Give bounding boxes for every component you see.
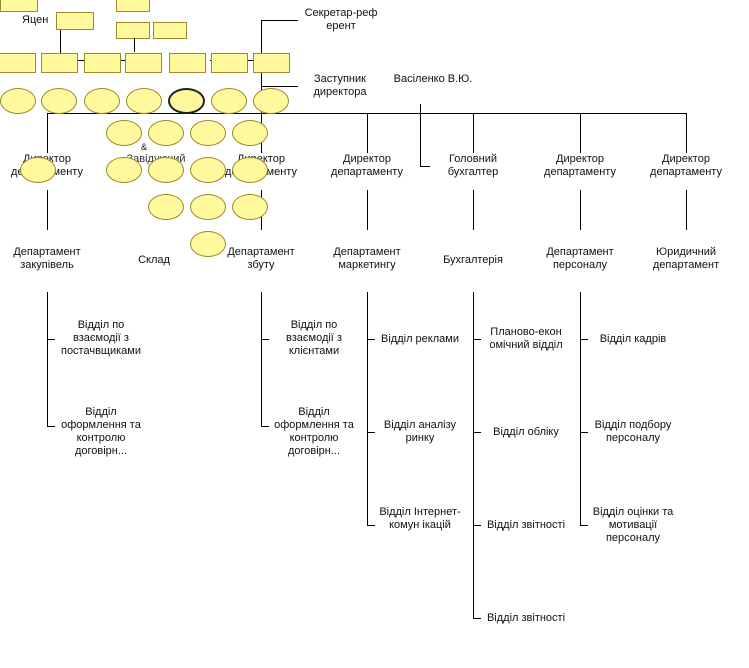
shape-ellipse-row-2[interactable] bbox=[41, 88, 77, 114]
section-accounting-4[interactable]: Відділ звітності bbox=[486, 612, 566, 624]
secretary-connector-v bbox=[261, 20, 262, 130]
shape-rect-top-e[interactable] bbox=[153, 22, 187, 39]
secretary-connector-h bbox=[261, 20, 298, 21]
shape-rect-top-d[interactable] bbox=[116, 22, 150, 39]
personnel-h2 bbox=[580, 432, 588, 433]
partial-name-label: Яцен bbox=[22, 14, 49, 26]
shape-ellipse-b0[interactable] bbox=[20, 157, 56, 183]
marketing-h1 bbox=[367, 339, 375, 340]
dept-sales[interactable]: Департамент збуту bbox=[227, 246, 295, 271]
dept-legal[interactable]: Юридичний департамент bbox=[652, 246, 720, 271]
chief-connector-v bbox=[420, 104, 421, 166]
shape-ellipse-b4[interactable] bbox=[232, 157, 268, 183]
overlay-line-1 bbox=[60, 30, 61, 60]
shape-ellipse-c3[interactable] bbox=[232, 194, 268, 220]
shape-ellipse-c1[interactable] bbox=[148, 194, 184, 220]
marketing-h3 bbox=[367, 525, 375, 526]
section-marketing-2[interactable]: Відділ аналізу ринку bbox=[383, 419, 457, 444]
drop-7 bbox=[686, 113, 687, 153]
accounting-h4 bbox=[473, 618, 481, 619]
shape-rect-row-3[interactable] bbox=[84, 53, 121, 73]
section-purchasing-2[interactable]: Відділ оформлення та контролю договірн..… bbox=[61, 406, 141, 457]
section-personnel-1[interactable]: Відділ кадрів bbox=[599, 333, 667, 345]
dir-dept-1 bbox=[47, 190, 48, 230]
section-marketing-3[interactable]: Відділ Інтернет-комун ікацій bbox=[379, 506, 461, 531]
dir-dept-5 bbox=[473, 190, 474, 230]
sales-h2 bbox=[261, 426, 269, 427]
dept-warehouse[interactable]: Склад bbox=[138, 254, 170, 266]
shape-rect-row-2[interactable] bbox=[41, 53, 78, 73]
deputy-connector-h bbox=[261, 86, 298, 87]
director-6[interactable]: Директор департаменту bbox=[544, 153, 616, 178]
shape-ellipse-a2[interactable] bbox=[148, 120, 184, 146]
dept-accounting[interactable]: Бухгалтерія bbox=[443, 254, 503, 266]
marketing-tree-v bbox=[367, 292, 368, 525]
dir-dept-4 bbox=[367, 190, 368, 230]
chief-accountant[interactable]: Головний бухгалтер bbox=[447, 153, 499, 178]
drop-6 bbox=[580, 113, 581, 153]
shape-ellipse-row-6[interactable] bbox=[211, 88, 247, 114]
deputy-label: Заступник директора bbox=[313, 73, 367, 98]
personnel-h1 bbox=[580, 339, 588, 340]
section-sales-2[interactable]: Відділ оформлення та контролю договірн..… bbox=[274, 406, 354, 457]
dept-personnel[interactable]: Департамент персоналу bbox=[546, 246, 614, 271]
section-personnel-3[interactable]: Відділ оцінки та мотивації персоналу bbox=[592, 506, 674, 544]
drop-4 bbox=[367, 113, 368, 153]
shape-ellipse-row-5[interactable] bbox=[168, 88, 205, 114]
secretary-label: Секретар-реф ерент bbox=[304, 7, 378, 32]
shape-ellipse-b3[interactable] bbox=[190, 157, 226, 183]
overlay-amp: & bbox=[140, 142, 147, 152]
shape-rect-top-b[interactable] bbox=[56, 12, 94, 30]
personnel-tree-v bbox=[580, 292, 581, 525]
drop-5 bbox=[473, 113, 474, 153]
shape-rect-row-4[interactable] bbox=[125, 53, 162, 73]
dept-purchasing[interactable]: Департамент закупівель bbox=[13, 246, 81, 271]
shape-ellipse-b1[interactable] bbox=[106, 157, 142, 183]
shape-ellipse-row-3[interactable] bbox=[84, 88, 120, 114]
marketing-h2 bbox=[367, 432, 375, 433]
section-accounting-3[interactable]: Відділ звітності bbox=[486, 519, 566, 531]
shape-ellipse-row-1[interactable] bbox=[0, 88, 36, 114]
section-purchasing-1[interactable]: Відділ по взаємодії з постачвщиками bbox=[60, 319, 141, 357]
purchasing-h1 bbox=[47, 339, 55, 340]
shape-ellipse-row-7[interactable] bbox=[253, 88, 289, 114]
section-marketing-1[interactable]: Відділ реклами bbox=[381, 333, 459, 345]
section-sales-1[interactable]: Відділ по взаємодії з клієнтами bbox=[286, 319, 342, 357]
shape-ellipse-a4[interactable] bbox=[232, 120, 268, 146]
shape-ellipse-a3[interactable] bbox=[190, 120, 226, 146]
shape-rect-row-1[interactable] bbox=[0, 53, 36, 73]
dept-marketing[interactable]: Департамент маркетингу bbox=[333, 246, 401, 271]
accounting-tree-v bbox=[473, 292, 474, 619]
sales-tree-v bbox=[261, 292, 262, 427]
overlay-line-3 bbox=[134, 38, 135, 52]
accounting-h1 bbox=[473, 339, 481, 340]
shape-ellipse-b2[interactable] bbox=[148, 157, 184, 183]
accounting-h3 bbox=[473, 525, 481, 526]
section-accounting-1[interactable]: Планово-екон омічний відділ bbox=[489, 326, 563, 351]
shape-ellipse-a1[interactable] bbox=[106, 120, 142, 146]
dir-dept-6 bbox=[580, 190, 581, 230]
shape-ellipse-d1[interactable] bbox=[190, 231, 226, 257]
shape-rect-row-7[interactable] bbox=[253, 53, 290, 73]
drop-1 bbox=[47, 113, 48, 153]
shape-rect-top-c[interactable] bbox=[116, 0, 150, 12]
shape-ellipse-row-4[interactable] bbox=[126, 88, 162, 114]
sales-h1 bbox=[261, 339, 269, 340]
accounting-h2 bbox=[473, 432, 481, 433]
section-personnel-2[interactable]: Відділ подбору персоналу bbox=[594, 419, 672, 444]
purchasing-h2 bbox=[47, 426, 55, 427]
purchasing-tree-v bbox=[47, 292, 48, 427]
director-4[interactable]: Директор департаменту bbox=[331, 153, 403, 178]
section-accounting-2[interactable]: Відділ обліку bbox=[493, 426, 559, 438]
chief-to-accountant-h bbox=[420, 166, 430, 167]
shape-rect-top-a[interactable] bbox=[0, 0, 38, 12]
shape-ellipse-c2[interactable] bbox=[190, 194, 226, 220]
shape-rect-row-5[interactable] bbox=[169, 53, 206, 73]
shape-rect-row-6[interactable] bbox=[211, 53, 248, 73]
chief-name-label: Васіленко В.Ю. bbox=[393, 73, 473, 85]
personnel-h3 bbox=[580, 525, 588, 526]
dir-dept-7 bbox=[686, 190, 687, 230]
director-7[interactable]: Директор департаменту bbox=[650, 153, 722, 178]
